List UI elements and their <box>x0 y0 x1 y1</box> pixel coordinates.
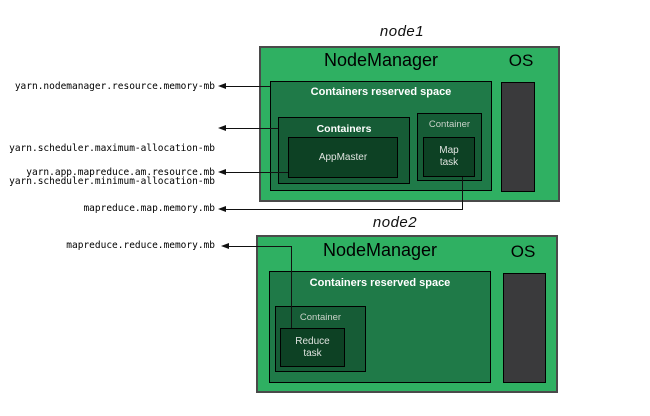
label-mapreduce-reduce-memory-mb: mapreduce.reduce.memory.mb <box>66 240 215 251</box>
arrow-map-memory <box>218 206 226 212</box>
node2-box: NodeManager OS Containers reserved space… <box>256 235 558 393</box>
arrow-am-resource <box>218 169 226 175</box>
label-yarn-nodemanager-resource-memory-mb: yarn.nodemanager.resource.memory-mb <box>14 81 215 92</box>
node1-reserved-space-label: Containers reserved space <box>310 86 452 98</box>
node2-title: node2 <box>372 214 418 231</box>
label-yarn-scheduler-allocation: yarn.scheduler.maximum-allocation-mb yar… <box>9 121 215 209</box>
node2-nodemanager-label: NodeManager <box>322 240 438 260</box>
label-yarn-scheduler-minimum-allocation-mb: yarn.scheduler.minimum-allocation-mb <box>9 176 215 187</box>
arrow-nodemanager-memory <box>218 83 226 89</box>
arrow-scheduler-allocation <box>218 125 226 131</box>
node2-reserved-space-label: Containers reserved space <box>309 277 451 289</box>
node1-nodemanager-label: NodeManager <box>323 50 439 70</box>
line-scheduler-allocation <box>225 128 278 129</box>
node1-os-label: OS <box>508 51 534 70</box>
node1-containers-box: Containers AppMaster <box>278 117 410 184</box>
node1-containers-label: Containers <box>316 123 372 135</box>
node1-containers-reserved-space-box: Containers reserved space Containers App… <box>270 81 492 191</box>
node2-os-label: OS <box>510 242 536 261</box>
node1-os-memory-box <box>501 82 535 192</box>
line-map-memory-vertical <box>462 177 463 210</box>
arrow-reduce-memory <box>221 243 229 249</box>
label-yarn-scheduler-maximum-allocation-mb: yarn.scheduler.maximum-allocation-mb <box>9 143 215 154</box>
line-reduce-memory-horizontal <box>228 246 291 247</box>
label-mapreduce-map-memory-mb: mapreduce.map.memory.mb <box>83 203 215 214</box>
node2-os-memory-box <box>503 273 546 383</box>
node1-title: node1 <box>379 23 425 40</box>
node2-containers-reserved-space-box: Containers reserved space Container Redu… <box>269 271 491 383</box>
node2-container-label: Container <box>299 312 342 323</box>
node1-appmaster-label: AppMaster <box>318 151 368 163</box>
line-reduce-memory-vertical <box>291 246 292 328</box>
line-map-memory-horizontal <box>225 209 462 210</box>
line-nodemanager-memory <box>225 86 270 87</box>
node1-appmaster-box: AppMaster <box>288 137 398 178</box>
node1-box: NodeManager OS Containers reserved space… <box>259 46 560 202</box>
line-am-resource <box>225 172 288 173</box>
label-yarn-app-mapreduce-am-resource-mb: yarn.app.mapreduce.am.resource.mb <box>26 167 215 178</box>
node1-container-label: Container <box>428 119 471 130</box>
